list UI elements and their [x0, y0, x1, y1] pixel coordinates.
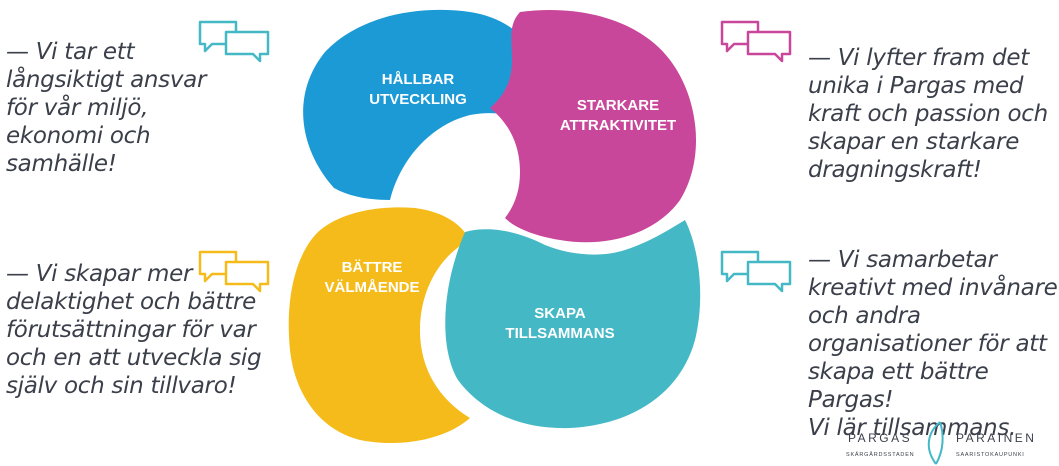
- logo-right-sub: SAARISTOKAUPUNKI: [956, 452, 1025, 458]
- logo-left-name: PARGAS: [848, 431, 912, 445]
- speech-bubbles-icon: [198, 250, 270, 293]
- sail-icon: [927, 421, 944, 465]
- quote-starkare-attraktivitet: — Vi lyfter fram det unika i Pargas med …: [808, 45, 1048, 183]
- logo-right-name: PARAINEN: [956, 431, 1036, 445]
- segment-starkare-attraktivitet: [490, 10, 697, 243]
- segment-label-line1: BÄTTRE: [342, 259, 403, 276]
- speech-bubbles-icon: [198, 20, 270, 63]
- segment-battre-valmaende: [288, 207, 470, 444]
- segment-label-line1: STARKARE: [577, 97, 659, 114]
- segment-label-line1: SKAPA: [534, 305, 586, 322]
- segment-label-line2: VÄLMÅENDE: [324, 279, 419, 296]
- quote-battre-valmaende: — Vi skapar mer delaktighet och bättre f…: [6, 261, 262, 399]
- segment-label-line2: UTVECKLING: [369, 91, 467, 108]
- quote-skapa-tillsammans: — Vi samarbetar kreativt med invånare oc…: [808, 247, 1058, 441]
- speech-bubbles-icon: [720, 20, 792, 63]
- segment-label-line1: HÅLLBAR: [382, 71, 455, 88]
- segment-skapa-tillsammans: [445, 220, 701, 429]
- pargas-parainen-logo: PARGAS SKÄRGÅRDSSTADEN PARAINEN SAARISTO…: [846, 421, 1036, 465]
- segment-label-line2: ATTRAKTIVITET: [560, 117, 676, 134]
- segment-label-line2: TILLSAMMANS: [505, 325, 614, 342]
- quote-hallbar-utveckling: — Vi tar ett långsiktigt ansvar för vår …: [6, 39, 207, 177]
- segment-hallbar-utveckling: [303, 9, 545, 200]
- logo-left-sub: SKÄRGÅRDSSTADEN: [846, 451, 914, 458]
- speech-bubbles-icon: [720, 250, 792, 293]
